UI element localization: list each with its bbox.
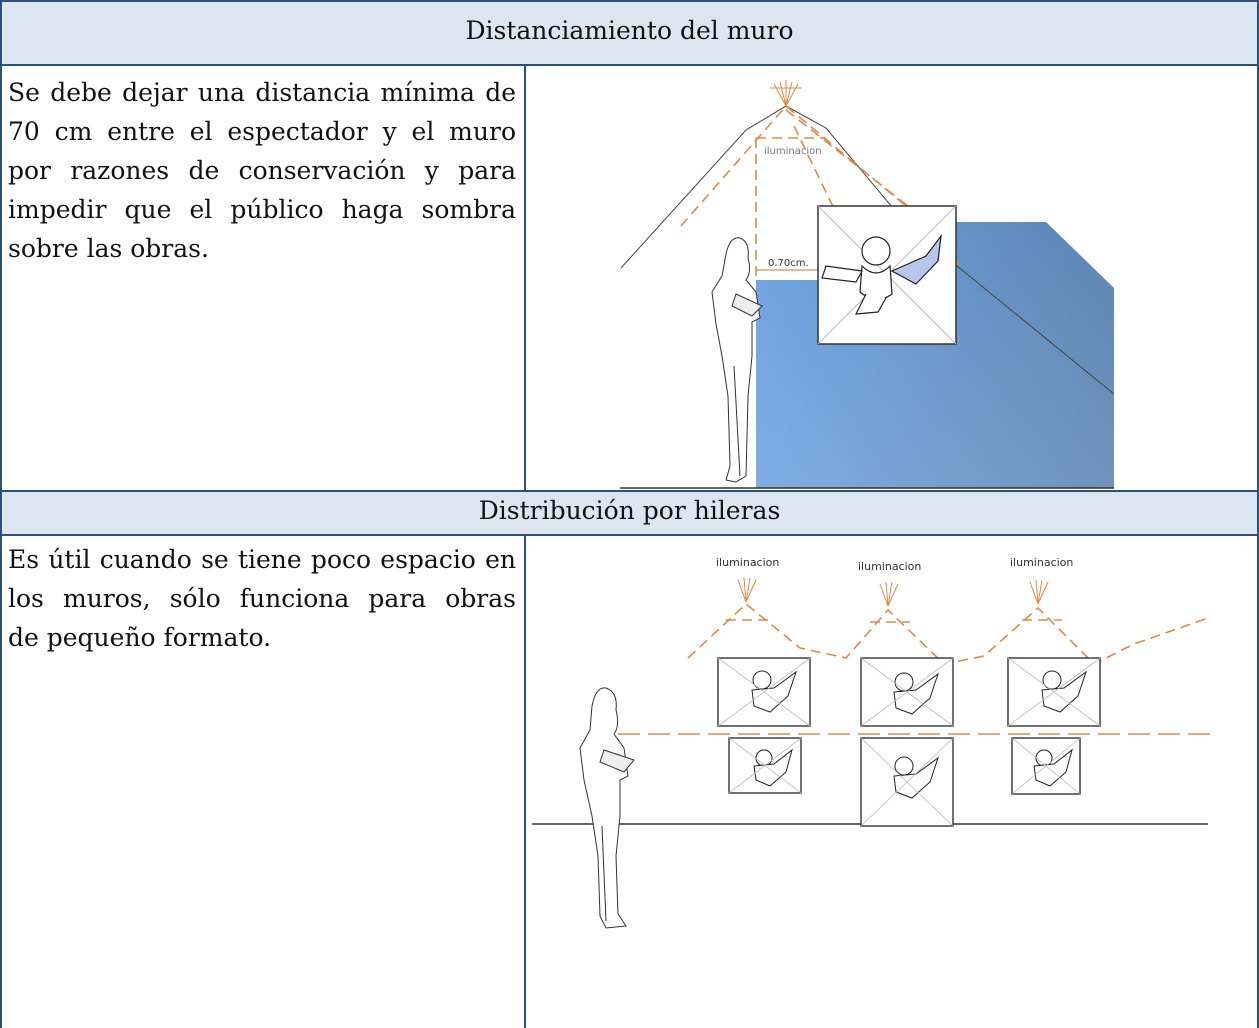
- table-border: [0, 0, 2, 1028]
- text-line: los muros, sólo funciona para obras: [8, 584, 516, 613]
- angel-figure: [821, 233, 942, 315]
- table-border: [524, 64, 526, 492]
- light-fixture-icon: [770, 80, 802, 107]
- light-cone: [687, 602, 1209, 665]
- text-line: sobre las obras.: [8, 234, 209, 263]
- table-border: [0, 64, 1259, 66]
- light-fixture-icon: [737, 577, 1049, 607]
- angel-figure: [751, 670, 1087, 799]
- light-label: iluminacion: [1010, 556, 1073, 569]
- section-description: Se debe dejar una distancia mínima de 70…: [8, 73, 516, 268]
- light-label: iluminacion: [764, 146, 822, 157]
- table-border: [0, 0, 1259, 2]
- distance-label: 0.70cm.: [768, 258, 809, 269]
- visitor-figure: [579, 687, 635, 929]
- table-border: [524, 534, 526, 1028]
- text-line: por razones de conservación y para: [8, 156, 516, 185]
- wall-distance-diagram: iluminacion 0.70cm.: [620, 80, 1115, 489]
- table-border: [1257, 0, 1259, 1028]
- visitor-figure: [711, 237, 763, 483]
- text-line: Es útil cuando se tiene poco espacio en: [8, 545, 516, 574]
- section-description: Es útil cuando se tiene poco espacio en …: [8, 540, 516, 657]
- table-border: [0, 534, 1259, 536]
- text-line: impedir que el público haga sombra: [8, 195, 516, 224]
- light-label: iluminacion: [716, 556, 779, 569]
- light-label: iluminacion: [858, 560, 921, 573]
- section-title: Distribución por hileras: [478, 496, 781, 525]
- text-line: de pequeño formato.: [8, 623, 272, 652]
- row-distribution-diagram: iluminacion iluminacion iluminacion: [532, 556, 1216, 929]
- section-header: Distanciamiento del muro: [2, 2, 1257, 64]
- text-line: Se debe dejar una distancia mínima de: [8, 78, 516, 107]
- text-line: 70 cm entre el espectador y el muro: [8, 117, 516, 146]
- section-title: Distanciamiento del muro: [465, 16, 794, 45]
- table-border: [0, 490, 1259, 492]
- section-header: Distribución por hileras: [2, 492, 1257, 534]
